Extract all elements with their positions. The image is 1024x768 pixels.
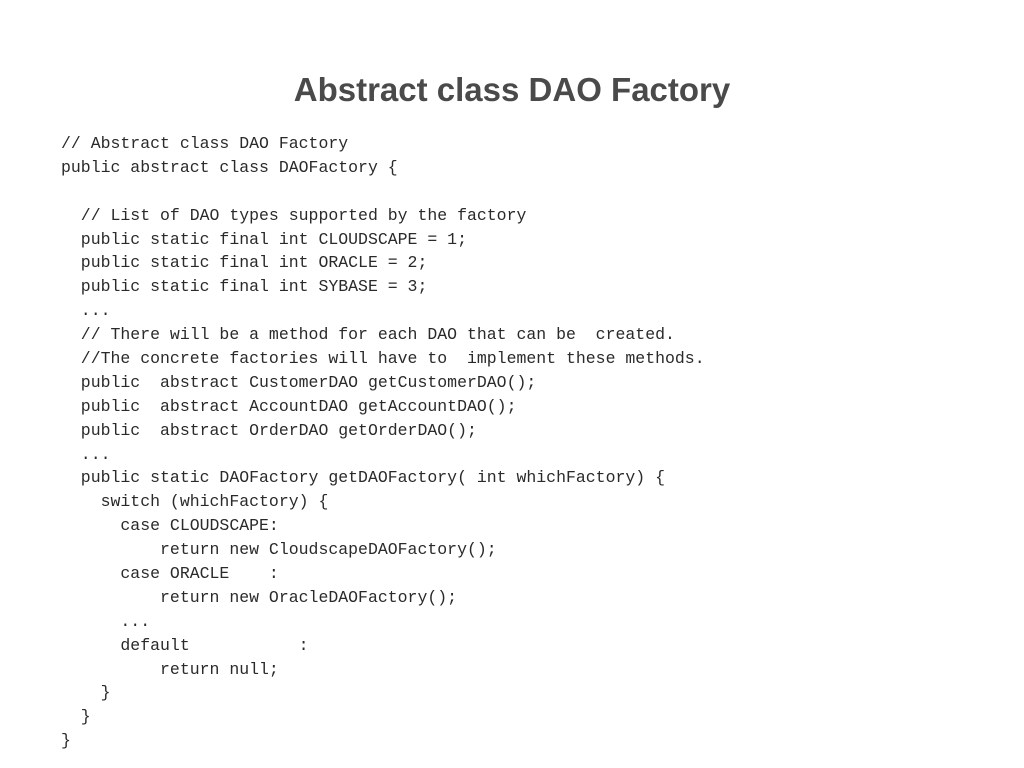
code-line: return null; bbox=[61, 659, 279, 679]
code-line: public abstract class DAOFactory { bbox=[61, 157, 398, 177]
code-line: public abstract AccountDAO getAccountDAO… bbox=[61, 396, 517, 416]
code-line: return new OracleDAOFactory(); bbox=[61, 587, 458, 607]
code-line: // List of DAO types supported by the fa… bbox=[61, 205, 527, 225]
code-line: switch (whichFactory) { bbox=[61, 492, 329, 512]
code-line: // Abstract class DAO Factory bbox=[61, 134, 349, 153]
code-line: return new CloudscapeDAOFactory(); bbox=[61, 540, 497, 560]
code-line: } bbox=[61, 683, 111, 703]
code-line: public static final int ORACLE = 2; bbox=[61, 253, 428, 273]
slide-title: Abstract class DAO Factory bbox=[293, 71, 731, 108]
code-line: public static final int SYBASE = 3; bbox=[61, 277, 428, 297]
code-line: case ORACLE : bbox=[61, 564, 279, 584]
code-block: // Abstract class DAO Factory public abst… bbox=[61, 132, 705, 753]
code-line: } bbox=[61, 707, 91, 727]
code-line: //The concrete factories will have to im… bbox=[61, 349, 705, 369]
code-line: ... bbox=[61, 301, 111, 321]
code-line bbox=[61, 180, 705, 204]
code-line: default : bbox=[61, 635, 309, 655]
code-line: ... bbox=[61, 611, 151, 631]
code-line: public abstract CustomerDAO getCustomerD… bbox=[61, 372, 537, 392]
code-line: case CLOUDSCAPE: bbox=[61, 516, 279, 536]
code-line: } bbox=[61, 731, 71, 751]
code-line: public abstract OrderDAO getOrderDAO(); bbox=[61, 420, 477, 440]
code-line: public static final int CLOUDSCAPE = 1; bbox=[61, 229, 467, 249]
code-line: // There will be a method for each DAO t… bbox=[61, 325, 675, 345]
code-line: public static DAOFactory getDAOFactory( … bbox=[61, 468, 665, 488]
code-line: ... bbox=[61, 444, 111, 464]
